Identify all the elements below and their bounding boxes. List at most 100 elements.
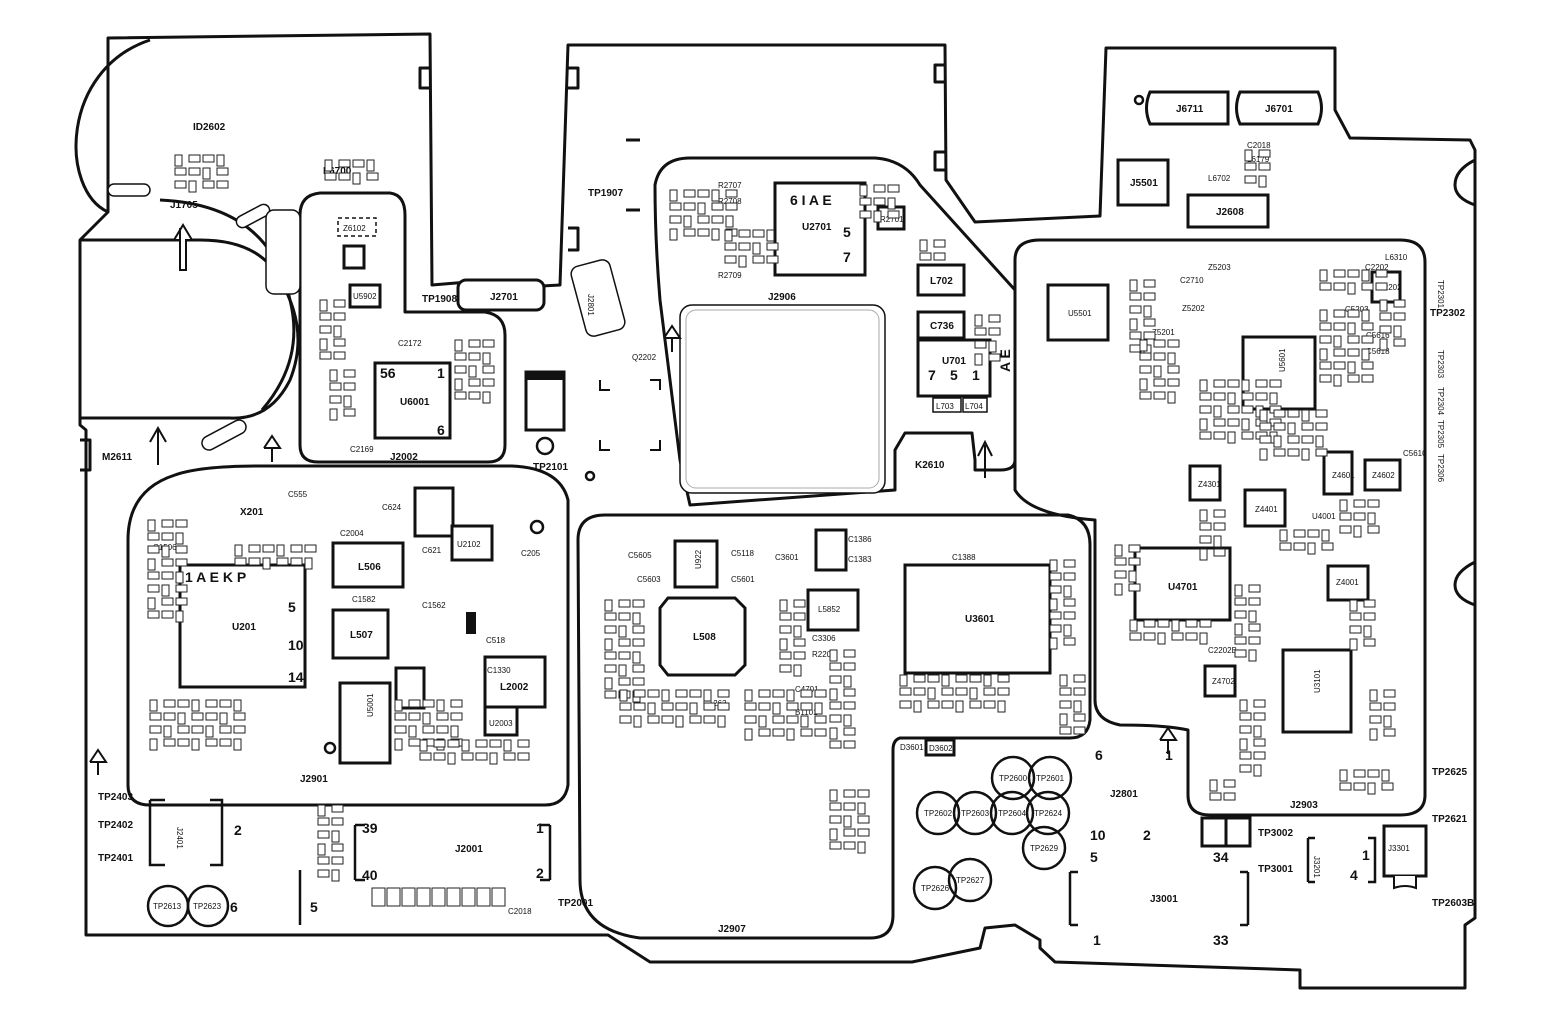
ref-label: C5603 [637, 575, 661, 584]
passive-pad [1063, 572, 1076, 581]
passive-pad [800, 715, 809, 728]
passive-pad [175, 558, 188, 567]
passive-pad [843, 815, 852, 828]
passive-pad [1259, 435, 1272, 444]
passive-pad [324, 159, 333, 172]
ref-label: U5501 [1068, 309, 1092, 318]
passive-pad [317, 830, 330, 839]
passive-pad [175, 584, 188, 593]
ref-label: C2018 [508, 907, 532, 916]
passive-pad [927, 674, 940, 683]
ref-label: C3306 [812, 634, 836, 643]
passive-pad [632, 651, 641, 664]
passive-pad [191, 738, 200, 751]
passive-pad [632, 664, 645, 673]
pin-mark: 6 I A E [790, 192, 832, 208]
ref-label: C2202 [1365, 263, 1389, 272]
passive-pad [738, 242, 751, 251]
passive-pad [1253, 751, 1266, 760]
ref-label: C624 [382, 503, 402, 512]
passive-pad [1143, 619, 1156, 628]
passive-pad [1287, 435, 1300, 444]
passive-pad [1139, 378, 1148, 391]
passive-pad [468, 391, 481, 400]
passive-pad [517, 739, 530, 748]
ref-label: C2169 [350, 445, 374, 454]
passive-pad [1393, 338, 1406, 347]
passive-pad [1153, 365, 1162, 378]
passive-pad [1073, 713, 1086, 722]
ref-label: C1383 [848, 555, 872, 564]
passive-pad [1167, 339, 1180, 348]
ref-label: L703 [936, 402, 954, 411]
passive-pad [1227, 392, 1236, 405]
passive-pad [1353, 512, 1366, 521]
test-point-label: TP2600 [999, 774, 1028, 783]
passive-pad [919, 239, 928, 252]
pin-mark: 1 A E K P [185, 569, 246, 585]
passive-pad [329, 408, 338, 421]
passive-pad [1349, 625, 1362, 634]
passive-pad [333, 312, 346, 321]
passive-pad [857, 815, 870, 824]
passive-pad [1353, 782, 1366, 791]
ref-label: Z4702 [1212, 677, 1235, 686]
passive-pad [1059, 726, 1072, 735]
passive-pad [149, 712, 162, 721]
passive-pad [1213, 392, 1226, 401]
passive-pad [1129, 279, 1138, 292]
passive-pad [1213, 509, 1226, 518]
passive-pad [216, 167, 229, 176]
passive-pad [632, 677, 645, 686]
bottom-center: D3601 D3602 J2801 6 1 10 5 2 34 J3001 1 … [900, 738, 1428, 948]
passive-pad [333, 325, 342, 338]
passive-pad [1383, 728, 1396, 737]
passive-pad [1321, 529, 1330, 542]
passive-pad [1049, 598, 1058, 611]
passive-pad [1333, 374, 1342, 387]
passive-pad [988, 327, 1001, 336]
passive-pad [661, 715, 674, 724]
passive-pad [1333, 282, 1346, 291]
passive-pad [1049, 637, 1058, 650]
passive-pad [873, 184, 886, 193]
passive-pad [454, 352, 467, 361]
passive-pad [1185, 619, 1198, 628]
ref-label: Q2202 [632, 353, 657, 362]
passive-pad [233, 712, 246, 721]
passive-pad [1393, 299, 1406, 308]
passive-pad [711, 215, 724, 224]
passive-pad [1269, 392, 1278, 405]
test-point-label: TP2623 [193, 902, 222, 911]
chip-u2701 [773, 181, 867, 277]
passive-pad [1253, 738, 1266, 747]
ref-label: U4001 [1312, 512, 1336, 521]
passive-pad [1273, 448, 1286, 457]
passive-pad [1129, 305, 1142, 314]
passive-pad [618, 638, 631, 647]
shield-regions [126, 156, 1427, 940]
passive-pad [675, 715, 684, 728]
passive-pad [419, 739, 428, 752]
passive-pad [758, 715, 767, 728]
test-point-label: TP2402 [98, 820, 133, 831]
passive-pad [618, 625, 627, 638]
chip-l508 [658, 596, 747, 677]
passive-pad [711, 228, 720, 241]
passive-pad [276, 557, 289, 566]
passive-pad [843, 649, 856, 658]
passive-pad [604, 612, 617, 621]
passive-pad [394, 738, 403, 751]
passive-pad [1244, 162, 1257, 171]
passive-pad [786, 715, 799, 724]
passive-pad [829, 649, 838, 662]
passive-pad [1199, 418, 1208, 431]
ref-label: L507 [350, 630, 373, 641]
passive-pad [887, 184, 900, 193]
passive-pad [1129, 318, 1138, 331]
pin-mark: 7 [928, 367, 936, 383]
passive-pad [647, 702, 656, 715]
passive-pad [779, 625, 792, 634]
passive-pad [1128, 557, 1141, 566]
passive-pad [744, 715, 757, 724]
